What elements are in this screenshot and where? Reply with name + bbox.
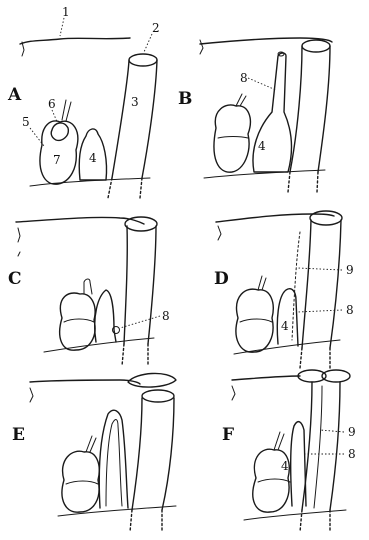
panel-a-tube-right: [142, 60, 157, 178]
panel-d: D 9 8 4: [214, 211, 354, 368]
panel-f-label-4: 4: [281, 459, 289, 473]
panel-b-letter: B: [178, 89, 192, 109]
panel-d-inner-channel: [292, 232, 300, 340]
panel-f-wall: [232, 376, 300, 380]
panel-f-tube-right: [330, 382, 340, 510]
panel-e-body-4-outer: [99, 410, 128, 508]
panel-d-tube-top: [310, 211, 342, 225]
panel-a-body-6: [51, 123, 68, 140]
panel-b-wall: [200, 38, 332, 44]
panel-c: C 8: [8, 217, 170, 366]
panel-a: A 1 2 3 4 5 6 7: [7, 5, 160, 198]
panel-d-label-4: 4: [281, 319, 289, 333]
panel-b-body-cluster: [214, 105, 250, 172]
panel-b-lead-8: [248, 78, 276, 90]
panel-b-label-8: 8: [240, 71, 248, 85]
panel-e-tube-left: [132, 398, 142, 510]
panel-b-label-4: 4: [258, 139, 266, 153]
panel-f: F 9 8 4: [222, 370, 356, 532]
panel-c-wall-edge: [18, 228, 20, 256]
panel-d-tube-left: [302, 220, 311, 348]
panel-a-lead-1: [60, 18, 64, 36]
panel-e-wall-edge: [30, 388, 33, 402]
panel-c-tube-top: [125, 217, 157, 231]
panel-a-label-1: 1: [62, 5, 70, 19]
panel-e-body-4-inner: [106, 420, 122, 506]
panel-c-stalk: [84, 279, 92, 294]
panel-a-label-6: 6: [48, 97, 56, 111]
panel-f-base: [244, 510, 346, 520]
panel-d-body-4: [277, 289, 298, 346]
panel-a-letter: A: [7, 85, 22, 105]
panel-d-cluster-division: [240, 319, 272, 322]
panel-d-wall-edge: [218, 226, 221, 240]
panel-c-tube-right: [148, 226, 156, 344]
panel-c-body-4: [95, 290, 116, 342]
panel-a-tube-left: [112, 60, 129, 178]
panel-b-body-4: [253, 53, 292, 172]
panel-d-lead-9: [298, 268, 342, 270]
panel-e-wall: [30, 380, 140, 384]
panel-f-wall-edge: [232, 386, 235, 400]
panel-e-tube-continuation: [130, 510, 162, 532]
panel-b-tube-right: [318, 46, 330, 172]
panel-e-letter: E: [12, 425, 25, 445]
panel-c-tube-continuation: [122, 344, 148, 366]
panel-e-cluster-division: [66, 481, 98, 484]
panel-a-lead-2: [144, 34, 152, 52]
panel-a-tube-continuation: [108, 178, 142, 198]
panel-f-label-9: 9: [348, 425, 356, 439]
panel-d-label-8: 8: [346, 303, 354, 317]
panel-d-tube-continuation: [300, 348, 330, 368]
panel-f-label-8: 8: [348, 447, 356, 461]
panel-f-lead-9: [320, 430, 344, 432]
panel-c-lead-8: [120, 316, 160, 328]
panel-d-wall: [216, 214, 334, 222]
panel-c-cluster-division: [64, 319, 94, 322]
panel-d-letter: D: [214, 269, 229, 289]
panel-a-label-2: 2: [152, 21, 160, 35]
panel-a-tube-top: [129, 54, 157, 66]
panel-b-wall-edge: [200, 40, 203, 54]
panel-b-base: [204, 170, 325, 178]
panel-e-lens: [128, 373, 176, 387]
panel-b-stalk: [236, 94, 246, 106]
panel-e-base: [58, 506, 176, 516]
panel-b-tube-continuation: [288, 172, 318, 192]
panel-f-tube-left: [302, 382, 312, 510]
panel-a-wall-edge: [22, 42, 24, 56]
panel-f-stalk: [274, 432, 284, 450]
panel-e-tube-top: [142, 390, 174, 402]
panel-a-stalk: [62, 100, 71, 121]
panel-a-label-5: 5: [22, 115, 30, 129]
panel-d-label-9: 9: [346, 263, 354, 277]
panel-f-letter: F: [222, 425, 234, 445]
panel-d-tube-right: [330, 220, 341, 348]
panel-a-lead-6: [52, 110, 58, 124]
panel-f-cluster-division: [258, 479, 290, 482]
panel-e: E: [12, 373, 176, 532]
panel-a-label-3: 3: [131, 95, 139, 109]
panel-b-tube-top: [302, 40, 330, 52]
panel-e-body-cluster: [62, 451, 99, 512]
panel-a-label-7: 7: [53, 153, 61, 167]
panel-e-stalk: [86, 436, 96, 452]
panel-a-label-4: 4: [89, 151, 97, 165]
panel-f-inner-channel: [314, 386, 322, 508]
panel-c-label-8: 8: [162, 309, 170, 323]
panel-e-tube-right: [162, 398, 174, 510]
panel-b-cluster-division: [218, 137, 248, 139]
panel-b: B 8 4: [178, 38, 332, 192]
panel-c-letter: C: [8, 269, 22, 289]
panel-a-wall: [20, 38, 130, 44]
panel-d-stalk: [258, 276, 266, 290]
